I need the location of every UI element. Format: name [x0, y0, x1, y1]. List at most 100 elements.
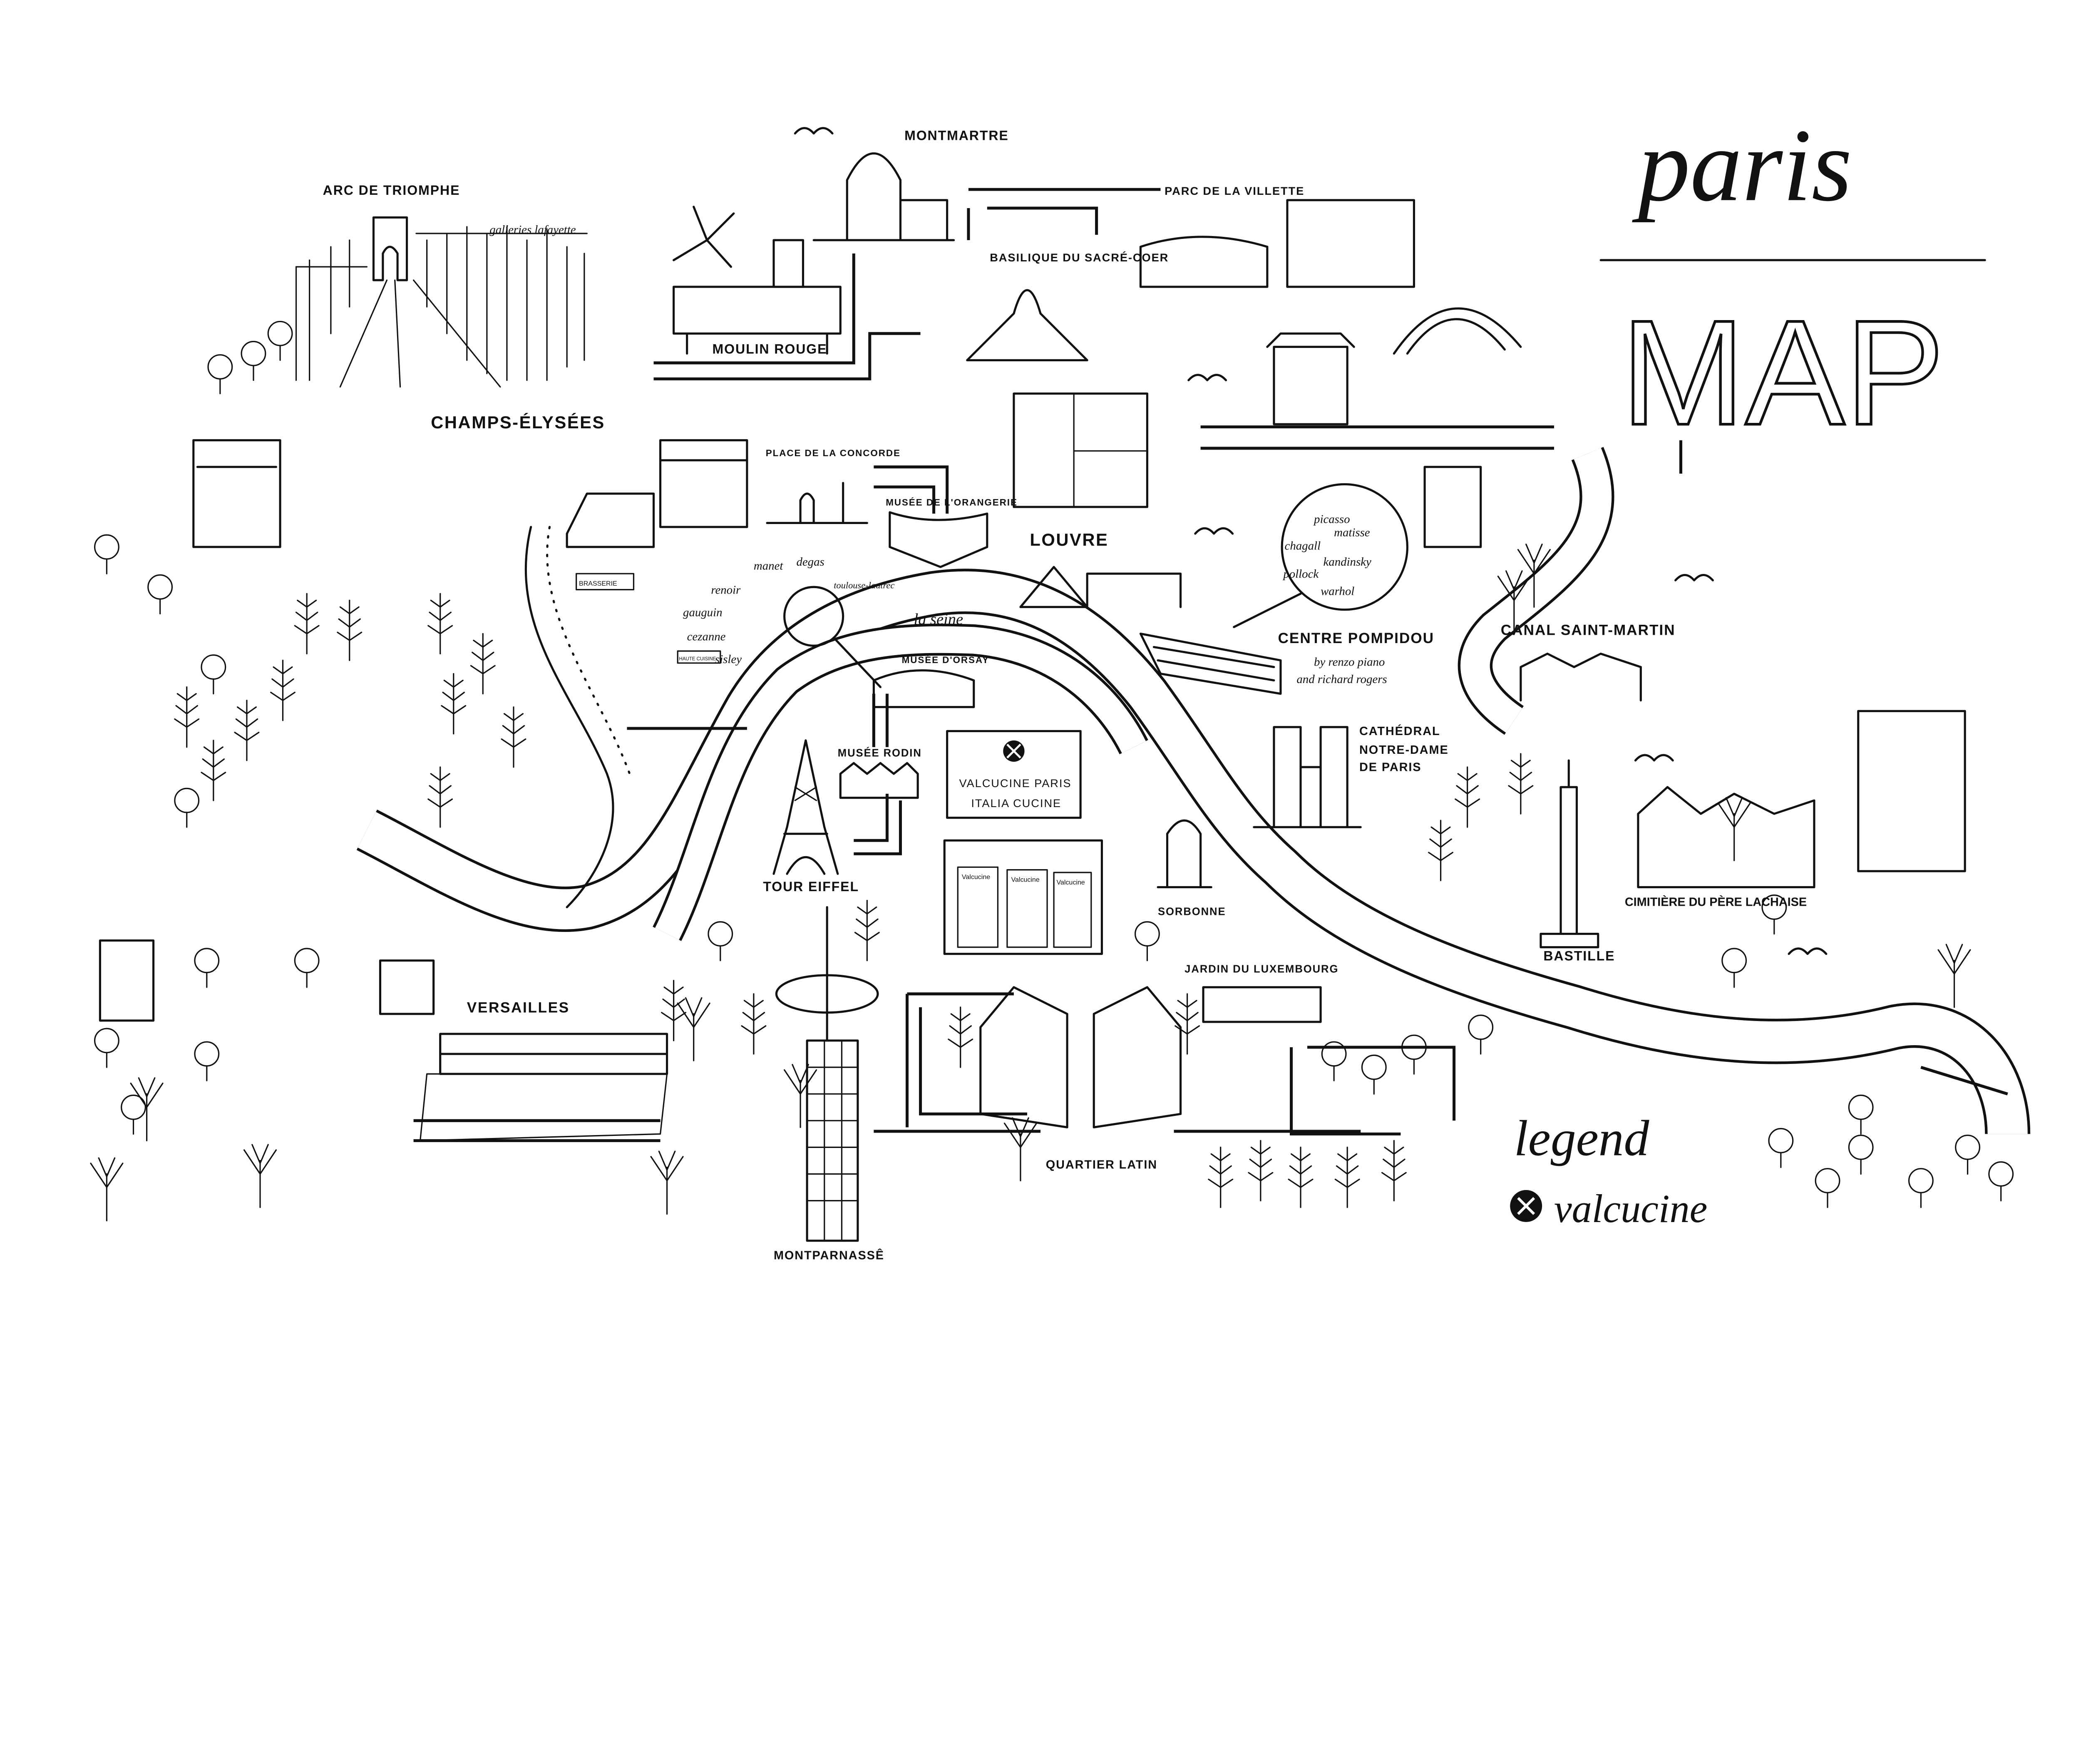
pine-tree-icon: [501, 706, 526, 768]
tree-icon: [1815, 1168, 1840, 1193]
label-musee-orangerie: MUSÉE DE L'ORANGERIE: [886, 497, 1018, 508]
artist-name: gauguin: [683, 606, 722, 619]
pine-tree-icon: [1334, 1146, 1360, 1208]
artist-name: manet: [754, 559, 783, 573]
eiffel-tower-drawing: [772, 739, 839, 875]
tree-icon: [708, 921, 733, 947]
label-arc-de-triomphe: ARC DE TRIOMPHE: [323, 183, 460, 198]
bird-icon: [1788, 947, 1828, 955]
label-musee-rodin: MUSÉE RODIN: [838, 747, 922, 759]
label-pere-lachaise: CIMITIÈRE DU PÈRE LACHAISE: [1625, 894, 1807, 909]
canal-saint-martin-drawing: [1520, 652, 1642, 702]
label-jardin-du-luxembourg: JARDIN DU LUXEMBOURG: [1185, 964, 1338, 975]
tree-icon: [94, 534, 119, 560]
bastille-column-drawing: [1540, 759, 1599, 949]
pompidou-magnifier-icon: [1233, 483, 1408, 628]
legend: legend valcucine: [1510, 1111, 1707, 1231]
svg-text:BRASSERIE: BRASSERIE: [579, 580, 617, 587]
tree-icon: [174, 788, 200, 813]
label-la-seine: la seine: [914, 611, 964, 628]
bird-icon: [1634, 754, 1674, 762]
title-script: paris: [1632, 108, 1852, 223]
tree-icon: [1908, 1168, 1934, 1193]
valcucine-box: [946, 730, 1082, 819]
bird-icon: [1187, 374, 1227, 382]
pine-tree-icon: [854, 899, 880, 962]
label-notre-dame-2: NOTRE-DAME: [1359, 743, 1449, 757]
bare-tree-icon: [650, 1150, 684, 1215]
label-versailles: VERSAILLES: [467, 1000, 570, 1016]
artist-name: degas: [796, 555, 824, 569]
pompidou-building-drawing: [1139, 632, 1282, 695]
tree-icon: [194, 948, 220, 974]
quartier-latin-drawing: [979, 986, 1182, 1128]
pine-tree-icon: [1288, 1146, 1314, 1208]
avenue-left: [524, 526, 631, 909]
louvre-drawing: [1013, 392, 1182, 608]
label-valcucine-line-2: ITALIA CUCINE: [971, 797, 1061, 810]
label-quartier-latin: QUARTIER LATIN: [1046, 1158, 1157, 1172]
tree-icon: [267, 321, 293, 346]
musee-rodin-drawing: [839, 762, 919, 799]
screen-brand-label: Valcucine: [962, 873, 990, 881]
label-basilique: BASILIQUE DU SACRÉ-COER: [990, 251, 1169, 264]
pine-tree-icon: [1175, 993, 1200, 1055]
tree-icon: [1468, 1014, 1494, 1040]
parc-de-la-villette-drawing: [1139, 199, 1522, 355]
pine-tree-icon: [294, 593, 320, 655]
label-montparnasse: MONTPARNASSÊ: [774, 1248, 884, 1262]
label-sorbonne: SORBONNE: [1158, 906, 1226, 918]
bird-icon: [1674, 574, 1714, 581]
pine-tree-icon: [174, 686, 200, 748]
label-champs-elysees: CHAMPS-ÉLYSÉES: [431, 412, 605, 432]
montmartre-sacre-coeur-drawing: [812, 152, 1088, 361]
label-centre-pompidou: CENTRE POMPIDOU: [1278, 630, 1434, 646]
bare-tree-icon: [1717, 797, 1751, 861]
artist-name: picasso: [1313, 512, 1350, 526]
label-louvre: LOUVRE: [1030, 530, 1108, 549]
label-notre-dame-1: CATHÉDRAL: [1359, 724, 1440, 738]
tree-icon: [147, 574, 173, 600]
bare-tree-icon: [130, 1077, 164, 1141]
paris-map: paris MAP: [90, 107, 2031, 1262]
sorbonne-drawing: [1157, 819, 1212, 888]
bare-tree-icon: [90, 1157, 124, 1222]
legend-title: legend: [1514, 1111, 1650, 1167]
tree-icon: [1721, 948, 1747, 974]
label-canal-saint-martin: CANAL SAINT-MARTIN: [1501, 622, 1676, 639]
label-place-de-la-concorde: PLACE DE LA CONCORDE: [766, 448, 901, 458]
screen-brand-label: Valcucine: [1011, 876, 1039, 884]
bare-tree-icon: [1003, 1117, 1037, 1182]
bare-tree-icon: [677, 997, 710, 1061]
title-main: MAP: [1621, 289, 1944, 456]
label-notre-dame-3: DE PARIS: [1359, 761, 1421, 774]
montparnasse-tower-drawing: [775, 906, 879, 1242]
tree-icon: [1134, 921, 1160, 947]
orangerie-drawing: [889, 511, 988, 568]
bare-tree-icon: [784, 1064, 817, 1128]
brasserie-sign: BRASSERIE: [576, 573, 635, 591]
pine-tree-icon: [1381, 1140, 1407, 1202]
bare-tree-icon: [1937, 944, 1971, 1008]
bird-icon: [1194, 527, 1234, 535]
tree-icon: [194, 1041, 220, 1067]
tree-icon: [241, 340, 266, 366]
tree-icon: [1361, 1054, 1387, 1080]
versailles-drawing: [420, 1033, 668, 1141]
musee-orsay-drawing: [872, 669, 975, 708]
bird-icon: [794, 127, 834, 135]
tree-icon: [1321, 1041, 1347, 1067]
bare-tree-icon: [1497, 570, 1531, 635]
pine-tree-icon: [1428, 820, 1453, 881]
svg-text:HAUTE CUISINE: HAUTE CUISINE: [679, 657, 716, 662]
pine-tree-icon: [1248, 1140, 1274, 1202]
artist-name: matisse: [1334, 526, 1370, 539]
pine-tree-icon: [201, 740, 226, 801]
bare-tree-icon: [243, 1144, 277, 1208]
notre-dame-drawing: [1253, 726, 1362, 828]
artist-name: toulouse-lautrec: [834, 580, 894, 590]
label-montmartre: MONTMARTRE: [904, 128, 1009, 143]
tree-icon: [1955, 1134, 1981, 1160]
pere-lachaise-drawing: [1637, 710, 1966, 888]
pine-tree-icon: [441, 673, 467, 735]
